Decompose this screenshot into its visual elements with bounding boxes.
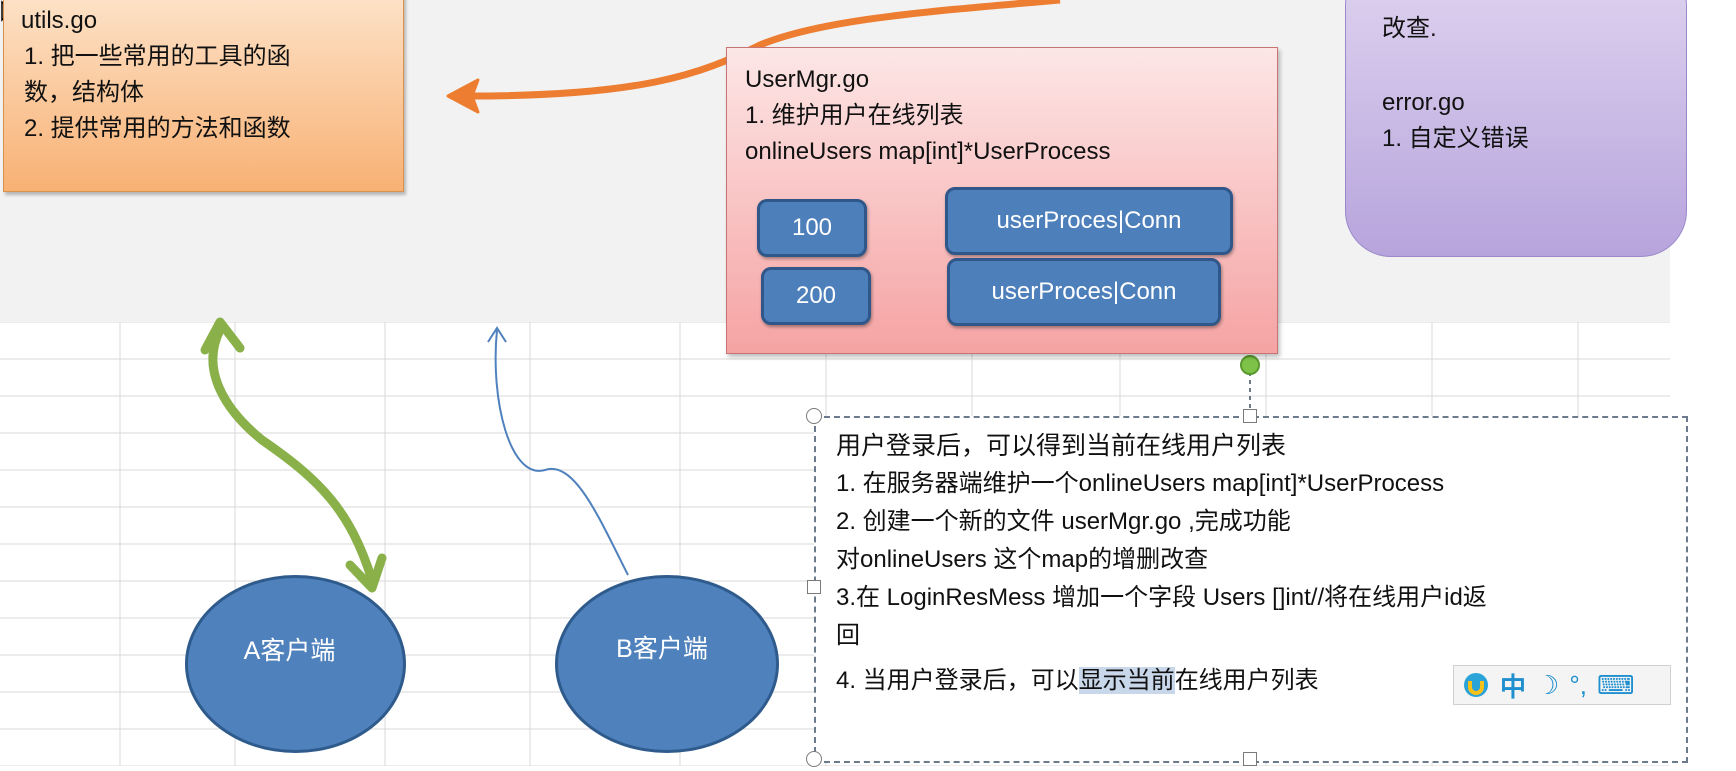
ime-punctuation-icon[interactable]: °, <box>1569 669 1587 700</box>
client-b-ellipse[interactable]: B客户端 <box>555 575 779 753</box>
note-line-1: 用户登录后，可以得到当前在线用户列表 <box>836 432 1287 460</box>
usermgr-title: UserMgr.go <box>745 66 870 93</box>
client-a-label: A客户端 <box>243 637 336 665</box>
resize-handle-left[interactable] <box>807 580 821 594</box>
ime-keyboard-icon[interactable]: ⌨ <box>1596 669 1635 700</box>
user-process-conn-100[interactable]: userProces|Conn <box>945 187 1233 255</box>
note-line-7-end: 在线用户列表 <box>1174 667 1319 694</box>
purple-line-0: 改查. <box>1382 15 1437 42</box>
green-arrow-head-bottom <box>345 553 387 593</box>
usermgr-line-2: onlineUsers map[int]*UserProcess <box>745 138 1111 165</box>
utils-line-1: 1. 把一些常用的工具的函 <box>24 43 291 70</box>
ime-logo-icon[interactable] <box>1462 671 1490 699</box>
ime-moon-icon[interactable]: ☽ <box>1536 669 1560 700</box>
orange-arrow <box>469 0 1061 100</box>
ime-mode-label[interactable]: 中 <box>1500 671 1527 702</box>
resize-handle-bottom[interactable] <box>1243 752 1257 766</box>
user-id-200[interactable]: 200 <box>761 267 871 325</box>
note-line-2: 1. 在服务器端维护一个onlineUsers map[int]*UserPro… <box>836 470 1445 497</box>
note-line-3: 2. 创建一个新的文件 userMgr.go ,完成功能 <box>836 508 1291 535</box>
error-line-1: 1. 自定义错误 <box>1382 125 1529 152</box>
utils-title: utils.go <box>21 7 98 34</box>
usermgr-go-box[interactable]: UserMgr.go 1. 维护用户在线列表 onlineUsers map[i… <box>726 47 1278 354</box>
utils-line-2: 数，结构体 <box>24 79 144 106</box>
note-textbox[interactable]: 用户登录后，可以得到当前在线用户列表 1. 在服务器端维护一个onlineUse… <box>814 416 1688 763</box>
ime-toolbar[interactable]: 中 ☽ °, ⌨ <box>1453 665 1671 705</box>
user-id-100[interactable]: 100 <box>757 199 867 257</box>
usermgr-line-1: 1. 维护用户在线列表 <box>745 102 964 129</box>
user-process-conn-200[interactable]: userProces|Conn <box>947 258 1221 326</box>
green-double-arrow <box>208 327 377 582</box>
note-line-7-selection: 显示当前 <box>1078 667 1175 694</box>
note-line-7: 4. 当用户登录后，可以显示当前在线用户列表 <box>836 663 1319 699</box>
green-arrow-head-top <box>200 317 245 355</box>
note-line-6: 回 <box>836 622 860 649</box>
resize-handle-top-left[interactable] <box>806 408 822 424</box>
error-title: error.go <box>1382 89 1465 116</box>
client-b-label: B客户端 <box>616 635 708 663</box>
note-line-5: 3.在 LoginResMess 增加一个字段 Users []int//将在线… <box>836 584 1487 611</box>
note-line-4: 对onlineUsers 这个map的增删改查 <box>836 546 1209 573</box>
client-a-ellipse[interactable]: A客户端 <box>185 575 406 753</box>
resize-handle-top[interactable] <box>1243 409 1257 423</box>
rotation-handle[interactable] <box>1240 355 1260 375</box>
blue-thin-arrow <box>494 329 629 576</box>
resize-handle-bottom-left[interactable] <box>806 751 822 767</box>
orange-arrow-head <box>446 78 480 114</box>
note-line-7-start: 4. 当用户登录后，可以 <box>836 667 1079 694</box>
utils-line-3: 2. 提供常用的方法和函数 <box>24 115 291 142</box>
utils-go-box[interactable]: utils.go 1. 把一些常用的工具的函 数，结构体 2. 提供常用的方法和… <box>3 0 404 192</box>
blue-thin-arrow-head <box>487 326 507 343</box>
error-go-box[interactable]: 改查. error.go 1. 自定义错误 <box>1345 0 1687 257</box>
